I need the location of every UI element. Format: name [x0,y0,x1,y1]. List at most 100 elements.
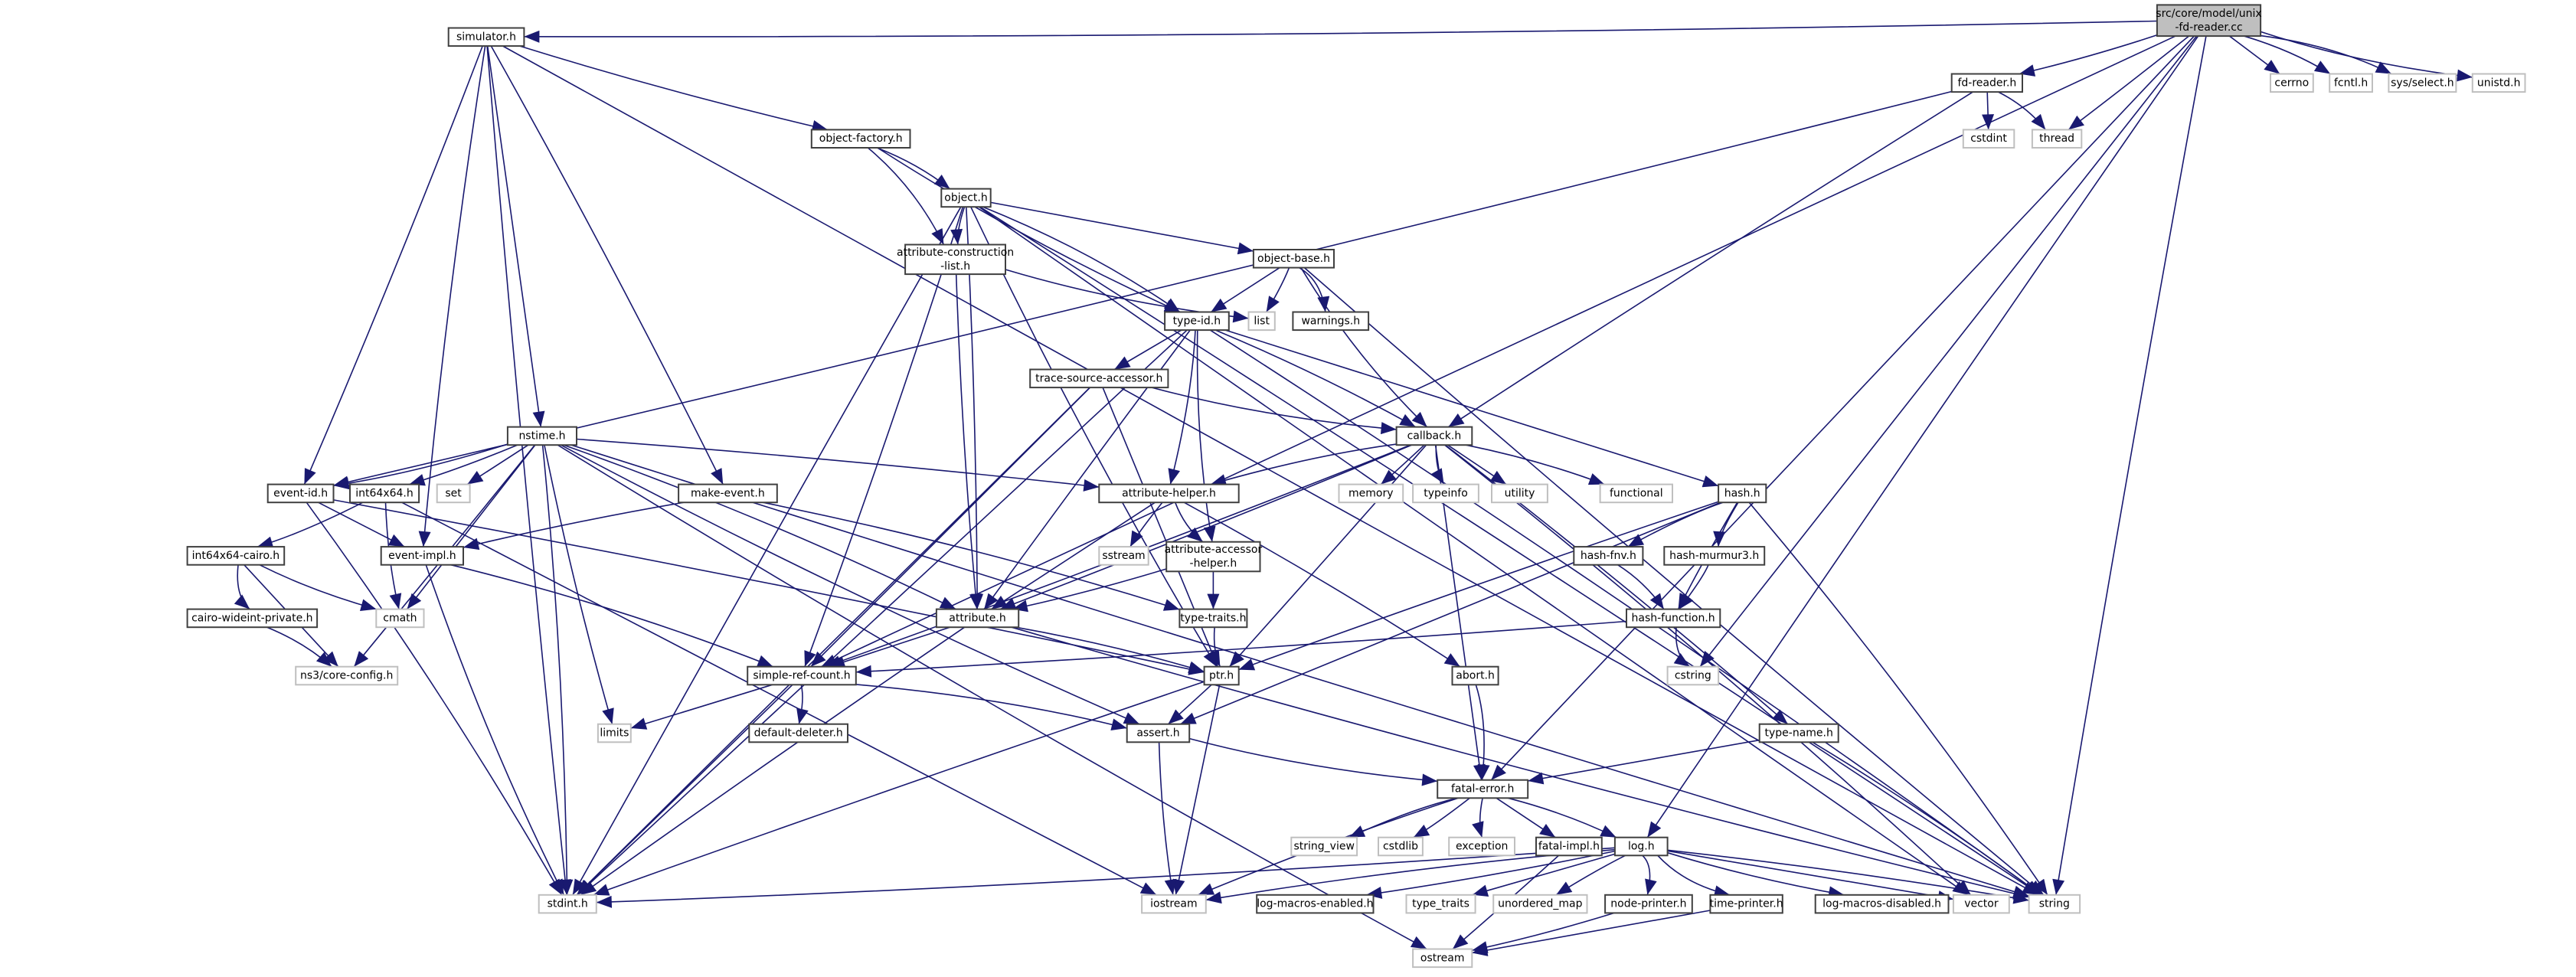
edge-log-to-node-printer [1642,854,1657,895]
node-hash-murmur3[interactable]: hash-murmur3.h [1663,546,1766,566]
node-box-hash[interactable] [1718,483,1767,504]
node-simple-ref-count[interactable]: simple-ref-count.h [747,665,857,686]
node-box-callback[interactable] [1395,426,1473,446]
node-box-ptr[interactable] [1203,665,1240,686]
node-attribute[interactable]: attribute.h [935,608,1020,629]
node-box-type-name[interactable] [1758,723,1839,743]
node-box-fd-reader[interactable] [1950,73,2023,93]
node-box-simple-ref-count[interactable] [747,665,857,686]
edge-hash-murmur3-to-hash-function [1679,564,1709,610]
node-fatal-error[interactable]: fatal-error.h [1437,779,1529,799]
node-box-default-deleter[interactable] [748,723,848,743]
node-assert[interactable]: assert.h [1126,723,1191,743]
node-box-type-id[interactable] [1164,311,1230,332]
node-fd-reader[interactable]: fd-reader.h [1950,73,2023,93]
node-log-macros-disabled[interactable]: log-macros-disabled.h [1814,894,1950,914]
node-box-nstime[interactable] [506,426,578,446]
edge-abort-to-fatal-error [1475,685,1490,780]
node-fatal-impl[interactable]: fatal-impl.h [1535,836,1603,857]
edge-nstime-to-string [570,444,2029,898]
node-ptr[interactable]: ptr.h [1203,665,1240,686]
node-type-name[interactable]: type-name.h [1758,723,1839,743]
node-box-log-macros-disabled[interactable] [1814,894,1950,914]
node-object[interactable]: object.h [940,188,992,208]
node-root[interactable]: src/core/model/unix-fd-reader.cc [2156,4,2262,38]
node-box-fatal-impl[interactable] [1535,836,1603,857]
node-box-attribute-helper[interactable] [1098,483,1240,504]
node-box-set [436,483,471,504]
node-attr-accessor[interactable]: attribute-accessor-helper.h [1165,541,1263,573]
node-box-hash-function[interactable] [1626,608,1721,629]
node-type-traits[interactable]: type-traits.h [1178,608,1248,629]
node-memory: memory [1338,483,1404,504]
node-box-int64x64[interactable] [349,483,420,504]
edge-log-to-log-macros-enabled [1366,850,1616,899]
node-log[interactable]: log.h [1613,836,1669,857]
node-box-type-traits[interactable] [1178,608,1248,629]
node-box-object-factory[interactable] [810,129,911,149]
node-box-object-base[interactable] [1252,249,1335,269]
node-object-factory[interactable]: object-factory.h [810,129,911,149]
node-abort[interactable]: abort.h [1451,665,1499,686]
node-int64x64-cairo[interactable]: int64x64-cairo.h [186,546,286,566]
node-box-event-impl[interactable] [380,546,465,566]
node-box-trace-source[interactable] [1029,368,1169,389]
node-hash-fnv[interactable]: hash-fnv.h [1573,546,1644,566]
edge-simulator-to-make-event [490,45,724,485]
node-object-base[interactable]: object-base.h [1252,249,1335,269]
node-warnings[interactable]: warnings.h [1292,311,1370,332]
node-functional: functional [1599,483,1674,504]
node-type-id[interactable]: type-id.h [1164,311,1230,332]
node-int64x64[interactable]: int64x64.h [349,483,420,504]
node-make-event[interactable]: make-event.h [678,483,778,504]
edge-type-id-to-attr-accessor [1196,330,1216,542]
node-cairo-wideint[interactable]: cairo-wideint-private.h [186,608,319,629]
node-box-attribute[interactable] [935,608,1020,629]
node-hash-function[interactable]: hash-function.h [1626,608,1721,629]
node-box-hash-murmur3[interactable] [1663,546,1766,566]
node-box-warnings[interactable] [1292,311,1370,332]
edge-object-to-vector [979,206,1969,896]
node-box-log-macros-enabled[interactable] [1256,894,1375,914]
edge-type-id-to-trace-source [1113,329,1182,371]
node-box-hash-fnv[interactable] [1573,546,1644,566]
node-node-printer[interactable]: node-printer.h [1604,894,1693,914]
node-time-printer[interactable]: time-printer.h [1709,894,1783,914]
node-callback[interactable]: callback.h [1395,426,1473,446]
node-log-macros-enabled[interactable]: log-macros-enabled.h [1256,894,1375,914]
node-hash[interactable]: hash.h [1718,483,1767,504]
node-nstime[interactable]: nstime.h [506,426,578,446]
node-label-sysselect: sys/select.h [2391,77,2454,89]
node-label-object: object.h [944,191,987,204]
node-box-event-id[interactable] [266,483,335,504]
node-box-int64x64-cairo[interactable] [186,546,286,566]
edge-root-to-log [1646,35,2199,838]
node-box-object[interactable] [940,188,992,208]
node-box-attr-constr[interactable] [904,243,1006,276]
node-box-root[interactable] [2156,4,2262,38]
node-event-impl[interactable]: event-impl.h [380,546,465,566]
edge-event-id-to-ptr [333,499,1205,675]
node-trace-source[interactable]: trace-source-accessor.h [1029,368,1169,389]
node-event-id[interactable]: event-id.h [266,483,335,504]
edge-log-to-time-printer [1657,854,1731,898]
node-box-cairo-wideint[interactable] [186,608,319,629]
edge-simple-ref-count-to-limits [630,684,773,730]
node-box-fatal-error[interactable] [1437,779,1529,799]
node-box-utility [1491,483,1548,504]
node-box-attr-accessor[interactable] [1165,541,1261,573]
node-box-log[interactable] [1613,836,1669,857]
edge-assert-to-fatal-error [1189,737,1438,786]
node-box-make-event[interactable] [678,483,778,504]
node-box-abort[interactable] [1451,665,1499,686]
node-default-deleter[interactable]: default-deleter.h [748,723,848,743]
node-box-node-printer[interactable] [1604,894,1693,914]
edge-callback-to-utility [1447,444,1507,485]
node-box-assert[interactable] [1126,723,1191,743]
node-box-simulator[interactable] [447,27,525,47]
node-attribute-helper[interactable]: attribute-helper.h [1098,483,1240,504]
node-box-time-printer[interactable] [1709,894,1783,914]
node-simulator[interactable]: simulator.h [447,27,525,47]
node-attr-constr[interactable]: attribute-construction-list.h [897,243,1014,276]
